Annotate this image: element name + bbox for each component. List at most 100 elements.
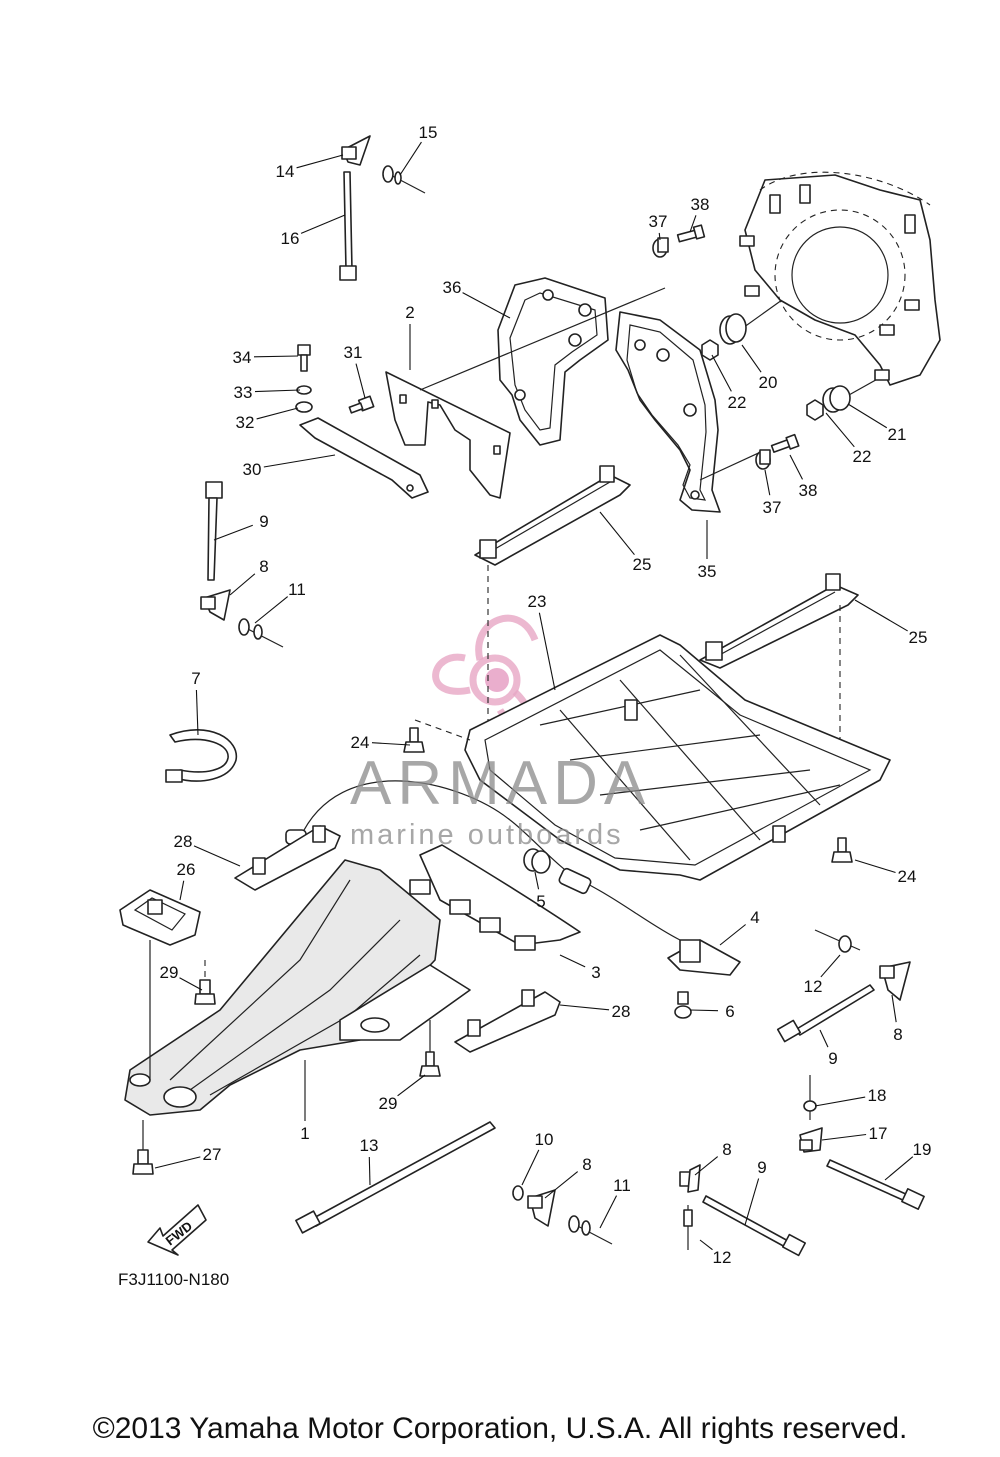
plate-2 <box>385 371 511 499</box>
callout-number: 20 <box>759 373 778 392</box>
bumper-3 <box>409 844 581 951</box>
callout-leader <box>814 1096 866 1107</box>
callout-number: 4 <box>750 908 759 927</box>
callout-5: 5 <box>534 871 546 911</box>
callout-12: 12 <box>804 954 841 996</box>
callout-leader <box>534 871 540 890</box>
callout-number: 21 <box>888 425 907 444</box>
callout-number: 23 <box>528 592 547 611</box>
callout-9: 9 <box>744 1158 767 1226</box>
rivet-12-right <box>814 929 861 953</box>
callout-31: 31 <box>344 343 366 399</box>
callout-number: 29 <box>160 963 179 982</box>
callout-leader <box>263 454 336 468</box>
tie-strap-9-bottom <box>702 1195 807 1257</box>
rail-25-upper <box>474 465 631 566</box>
rail-25-right <box>699 573 859 669</box>
callout-leader <box>719 924 746 946</box>
nut-22-top <box>701 339 719 361</box>
callout-number: 24 <box>898 867 917 886</box>
gasket-36 <box>497 277 609 446</box>
collar-37-lower <box>755 449 771 470</box>
callout-leader <box>544 1171 579 1199</box>
intake-fin-right <box>339 964 471 1041</box>
callout-27: 27 <box>154 1145 221 1169</box>
callout-leader <box>179 977 203 991</box>
callout-leader <box>538 612 556 691</box>
gasket-35 <box>615 311 721 513</box>
callout-leader <box>254 596 289 624</box>
callout-number: 17 <box>869 1124 888 1143</box>
callout-number: 25 <box>633 555 652 574</box>
callout-leader <box>599 1195 618 1229</box>
callout-8: 8 <box>891 994 903 1044</box>
callout-34: 34 <box>233 348 299 367</box>
callout-28: 28 <box>174 832 241 867</box>
tie-strap-16 <box>339 171 357 281</box>
clamp-8-right <box>879 961 911 1001</box>
sensor-coupling <box>558 867 592 895</box>
callout-leader <box>699 1239 713 1251</box>
callout-leader <box>689 1009 719 1012</box>
rivet-11-left <box>238 618 284 648</box>
callout-leader <box>154 1156 201 1169</box>
callout-leader <box>891 994 897 1023</box>
grommet-5 <box>523 848 551 874</box>
callout-leader <box>741 344 762 373</box>
callout-number: 8 <box>893 1025 902 1044</box>
callout-number: 22 <box>853 447 872 466</box>
callout-25: 25 <box>599 511 652 574</box>
damper-20 <box>719 313 747 345</box>
clamp-14 <box>341 135 371 166</box>
callout-number: 16 <box>281 229 300 248</box>
bolt-guide <box>414 719 471 741</box>
callout-number: 24 <box>351 733 370 752</box>
callout-2: 2 <box>405 303 415 370</box>
callout-number: 38 <box>799 481 818 500</box>
callout-leader <box>694 1156 719 1176</box>
callout-number: 35 <box>698 562 717 581</box>
watermark-tagline: marine outboards <box>350 819 624 851</box>
watermark-brand: ARMADA <box>350 749 651 818</box>
callout-leader <box>193 845 241 867</box>
callout-number: 15 <box>419 123 438 142</box>
callout-leader <box>399 141 422 176</box>
callout-37: 37 <box>649 212 667 241</box>
callout-number: 12 <box>713 1248 732 1267</box>
tie-strap-19 <box>826 1159 925 1210</box>
callout-22: 22 <box>825 412 872 466</box>
callout-24: 24 <box>351 733 411 752</box>
callout-33: 33 <box>234 383 301 402</box>
bolt-38-top <box>676 224 706 243</box>
callout-leader <box>599 511 635 556</box>
callout-4: 4 <box>719 908 760 946</box>
bracket-30 <box>299 417 429 499</box>
callout-leader <box>819 1029 829 1048</box>
callout-number: 37 <box>763 498 782 517</box>
plate-28-lower <box>454 989 561 1053</box>
bolt-31 <box>348 395 375 414</box>
callout-3: 3 <box>559 954 601 982</box>
callout-number: 26 <box>177 860 196 879</box>
callout-number: 9 <box>828 1049 837 1068</box>
callout-38: 38 <box>789 454 818 500</box>
callout-14: 14 <box>276 154 344 181</box>
callout-leader <box>254 389 301 393</box>
rivet-18 <box>803 1075 817 1120</box>
callout-7: 7 <box>191 669 201 736</box>
callout-number: 19 <box>913 1140 932 1159</box>
callout-leader <box>368 1156 371 1186</box>
callout-number: 34 <box>233 348 252 367</box>
fwd-arrow: FWD <box>147 1204 207 1256</box>
collar-37-top <box>652 237 669 258</box>
callout-leader <box>253 355 299 358</box>
callout-32: 32 <box>236 407 299 432</box>
callout-11: 11 <box>254 580 306 624</box>
rivet-15 <box>382 165 426 194</box>
callout-25: 25 <box>854 599 927 647</box>
callout-number: 12 <box>804 977 823 996</box>
callout-leader <box>559 1004 610 1011</box>
plate-28-upper <box>234 825 341 891</box>
